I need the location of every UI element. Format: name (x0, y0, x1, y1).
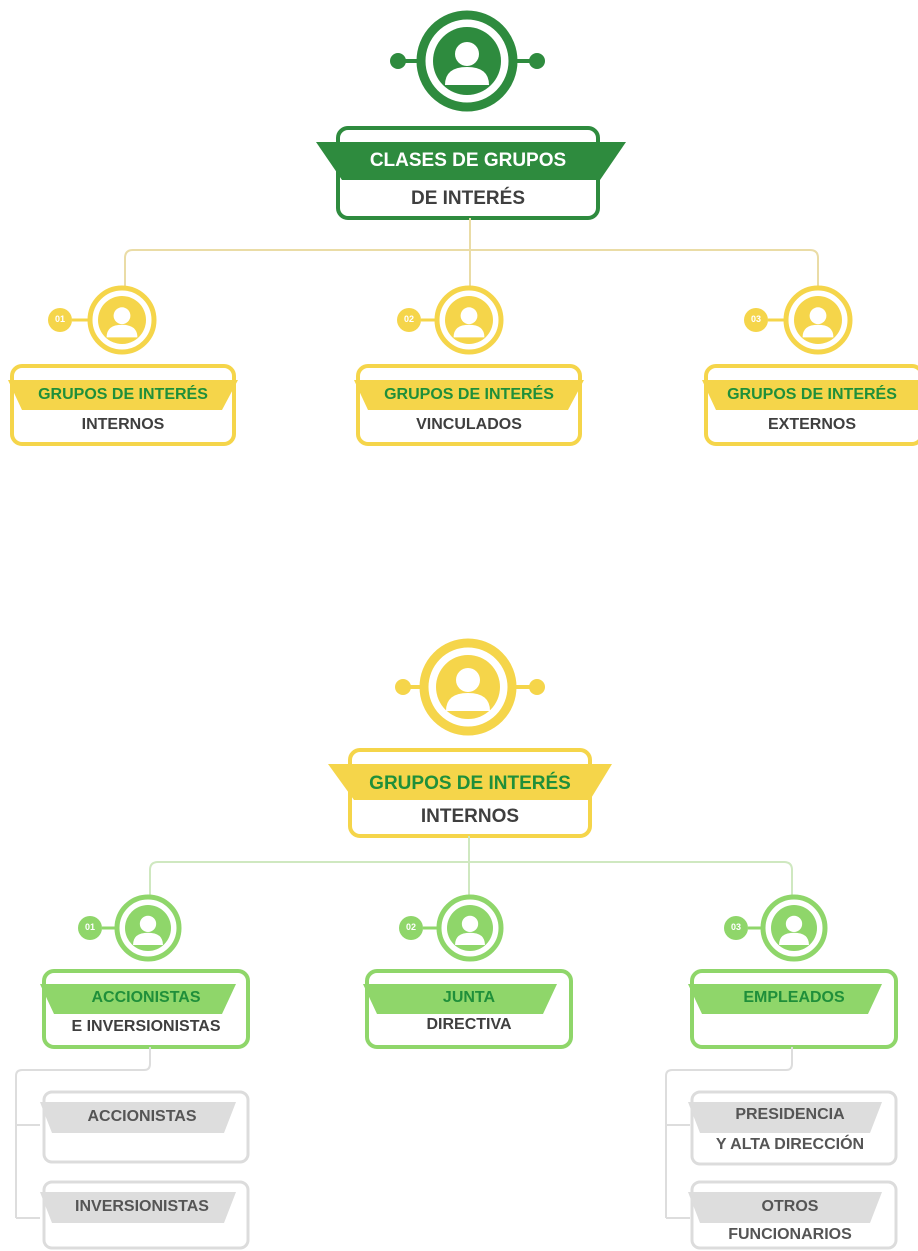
sub-right-1-line2: Y ALTA DIRECCIÓN (715, 1136, 865, 1153)
top-main-user-icon (390, 10, 545, 112)
bottom-group-3-line1: EMPLEADOS (743, 989, 845, 1006)
top-group-internos (8, 285, 238, 446)
sub-right-1-line1: PRESIDENCIA (735, 1106, 845, 1123)
top-group-externos (702, 285, 918, 446)
bottom-group-3-number: 03 (730, 922, 741, 932)
sub-left-2-label: INVERSIONISTAS (75, 1198, 209, 1215)
top-group-1-line2: INTERNOS (81, 416, 165, 433)
bottom-group-1-line2: E INVERSIONISTAS (71, 1018, 221, 1035)
bottom-group-2-line1: JUNTA (442, 989, 496, 1006)
sub-box-presidencia (688, 1090, 898, 1166)
top-title-line2: DE INTERÉS (410, 188, 526, 209)
sub-right-2-line1: OTROS (761, 1198, 819, 1215)
top-connectors (124, 218, 819, 286)
bottom-group-empleados (688, 894, 898, 1049)
top-group-vinculados (354, 285, 584, 446)
sub-box-inversionistas (40, 1180, 250, 1250)
sub-box-accionistas (40, 1090, 250, 1164)
bottom-group-2-line2: DIRECTIVA (426, 1016, 512, 1033)
bottom-main-user-icon (395, 638, 545, 736)
top-group-2-line2: VINCULADOS (416, 416, 522, 433)
top-group-2-line1: GRUPOS DE INTERÉS (384, 386, 554, 403)
sub-connectors (15, 1047, 793, 1219)
top-group-1-line1: GRUPOS DE INTERÉS (38, 386, 208, 403)
bottom-title-line2: INTERNOS (420, 806, 520, 827)
bottom-group-2-number: 02 (405, 922, 416, 932)
bottom-group-junta (363, 894, 573, 1049)
bottom-connectors (149, 836, 793, 902)
sub-right-2-line2: FUNCIONARIOS (728, 1226, 852, 1243)
top-group-3-number: 03 (750, 314, 761, 324)
bottom-title-line1: GRUPOS DE INTERÉS (369, 773, 571, 794)
top-group-2-number: 02 (403, 314, 414, 324)
top-group-3-line2: EXTERNOS (767, 416, 856, 433)
bottom-group-1-number: 01 (84, 922, 95, 932)
top-group-3-line1: GRUPOS DE INTERÉS (727, 386, 897, 403)
top-title-line1: CLASES DE GRUPOS (369, 150, 567, 171)
bottom-main-title-box (328, 748, 612, 838)
bottom-group-accionistas (40, 894, 250, 1049)
top-main-title-box (316, 126, 626, 220)
bottom-group-1-line1: ACCIONISTAS (91, 989, 201, 1006)
top-group-1-number: 01 (54, 314, 65, 324)
sub-box-otros (688, 1180, 898, 1250)
sub-left-1-label: ACCIONISTAS (87, 1108, 197, 1125)
